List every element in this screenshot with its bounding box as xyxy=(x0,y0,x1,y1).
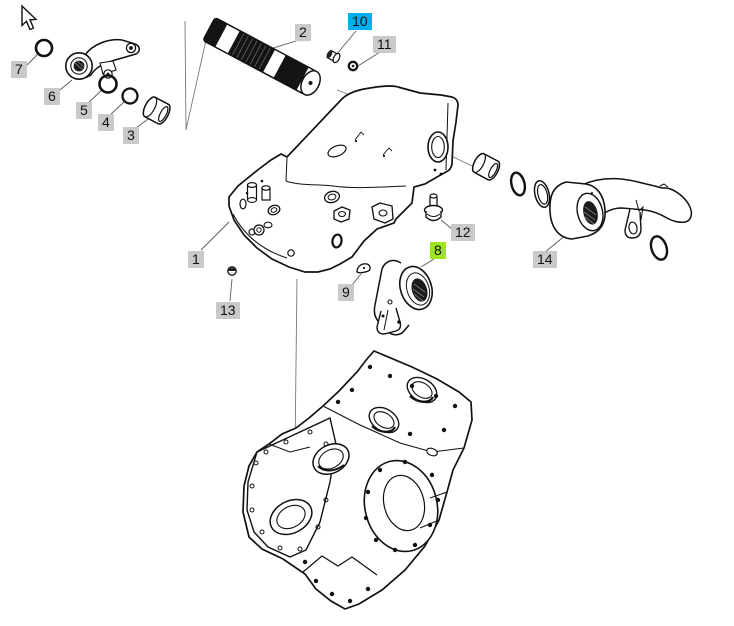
part-label-11[interactable]: 11 xyxy=(373,36,396,53)
part-1-housing[interactable] xyxy=(228,85,459,273)
part-12-fitting[interactable] xyxy=(423,193,444,222)
part-label-6[interactable]: 6 xyxy=(44,88,60,105)
part-14-arm[interactable] xyxy=(549,177,693,240)
part-5-oring[interactable] xyxy=(98,74,118,94)
part-2-shaft[interactable] xyxy=(203,17,324,99)
part-label-5[interactable]: 5 xyxy=(76,102,92,119)
label-leader-lines xyxy=(26,30,567,302)
part-6-rocker-arm[interactable] xyxy=(65,38,140,80)
part-label-10[interactable]: 10 xyxy=(348,13,372,30)
part-oring-far-right[interactable] xyxy=(648,234,670,261)
part-4-oring[interactable] xyxy=(121,87,139,105)
part-label-2[interactable]: 2 xyxy=(295,24,311,41)
part-7-oring[interactable] xyxy=(34,38,54,58)
cursor-icon xyxy=(21,4,38,31)
part-label-3[interactable]: 3 xyxy=(123,127,139,144)
part-9-key[interactable] xyxy=(356,263,371,274)
part-label-8[interactable]: 8 xyxy=(430,242,446,259)
part-oring-right-inner[interactable] xyxy=(509,171,527,197)
part-label-7[interactable]: 7 xyxy=(11,61,27,78)
part-bushing-right[interactable] xyxy=(470,152,502,182)
part-10-bolt[interactable] xyxy=(325,49,341,64)
part-8-clamp[interactable] xyxy=(373,259,437,336)
part-3-bushing[interactable] xyxy=(141,95,173,126)
part-label-9[interactable]: 9 xyxy=(338,284,354,301)
part-ring-flat[interactable] xyxy=(532,179,552,209)
part-label-12[interactable]: 12 xyxy=(451,224,475,241)
part-label-13[interactable]: 13 xyxy=(216,302,240,319)
engine-block[interactable] xyxy=(242,349,473,610)
part-13-plug[interactable] xyxy=(227,266,237,276)
part-label-4[interactable]: 4 xyxy=(98,114,114,131)
part-label-14[interactable]: 14 xyxy=(533,251,557,268)
part-11-washer[interactable] xyxy=(347,60,359,72)
part-label-1[interactable]: 1 xyxy=(188,251,204,268)
